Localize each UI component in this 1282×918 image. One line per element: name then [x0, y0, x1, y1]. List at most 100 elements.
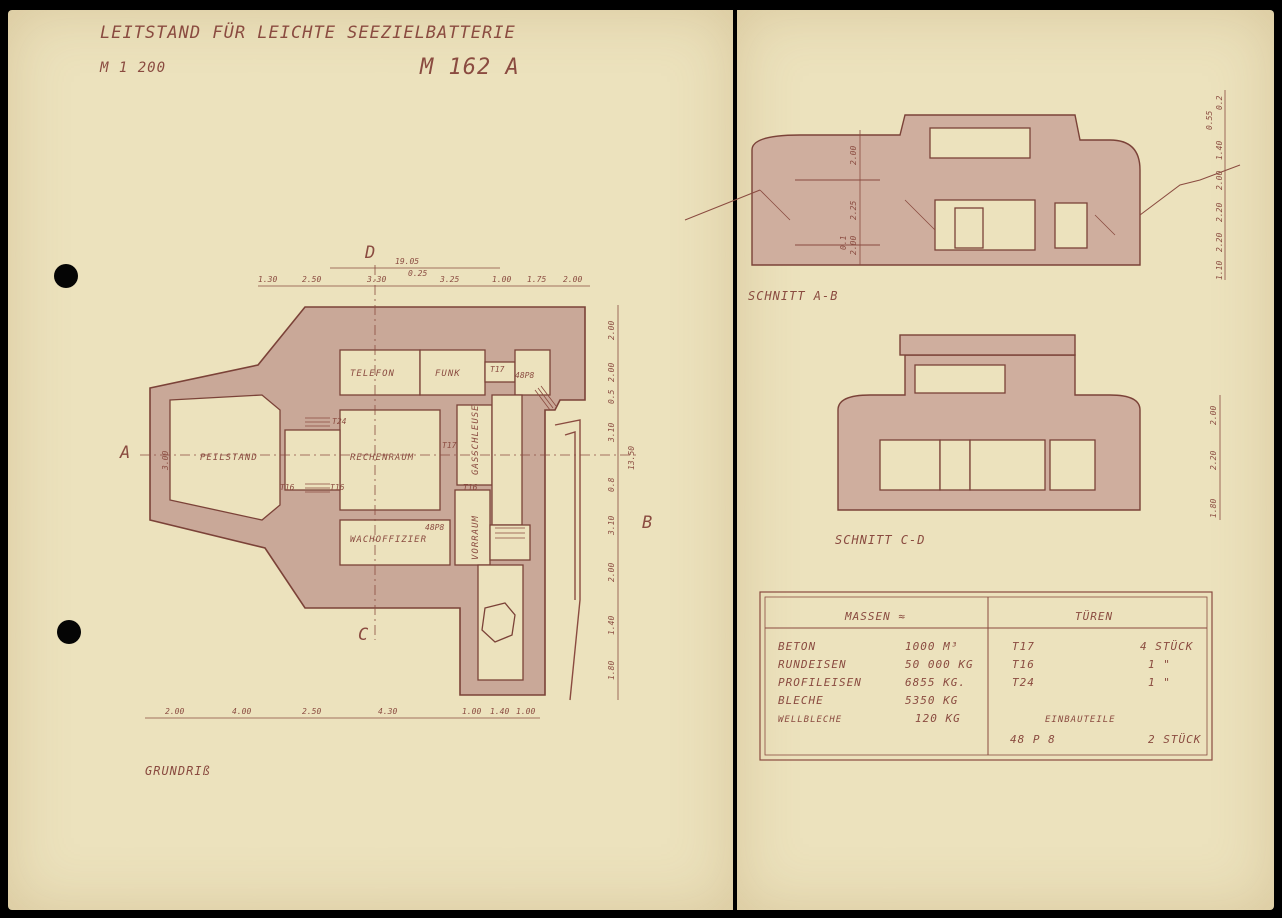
material-3-name: BLECHE	[778, 694, 824, 707]
dim-bottom-2: 2.50	[302, 707, 321, 716]
dim-right-5: 3.10	[607, 516, 616, 536]
drawing-scale: M 1 200	[99, 60, 166, 76]
ab-dim-1: 2.25	[849, 201, 858, 220]
label-peilstand: PEILSTAND	[200, 453, 258, 463]
material-2-name: PROFILEISEN	[778, 676, 862, 689]
section-ab-caption: SCHNITT A-B	[748, 289, 838, 303]
dim-bottom-3: 4.30	[378, 707, 397, 716]
dim-top-1: 2.50	[302, 275, 321, 284]
door-2-value: 1 "	[1148, 676, 1171, 689]
marker-d: D	[364, 243, 376, 263]
dim-right-6: 2.00	[607, 563, 616, 582]
ab-right-4: 2.20	[1215, 203, 1224, 222]
cd-right-1: 2.20	[1209, 451, 1218, 470]
label-t16-b: T16	[330, 483, 345, 492]
cd-room-right	[1049, 439, 1096, 491]
label-t16-c: T16	[463, 483, 478, 492]
corridor	[491, 394, 523, 526]
ab-room	[934, 199, 1036, 251]
table-header-tueren: TÜREN	[1075, 610, 1113, 623]
dim-top-small: 0.25	[408, 269, 427, 278]
dim-top-total: 19.05	[395, 257, 419, 266]
einbau-0-name: 48 P 8	[1010, 733, 1056, 746]
ab-right-6: 1.10	[1215, 261, 1224, 280]
ab-right-3: 2.00	[1215, 171, 1224, 190]
dim-top-5: 1.75	[527, 275, 546, 284]
peilstand-room	[169, 394, 281, 521]
marker-c: C	[358, 625, 369, 645]
dim-bottom-0: 2.00	[165, 707, 184, 716]
trench-walls	[554, 419, 581, 701]
label-wachoffizier: WACHOFFIZIER	[350, 535, 427, 545]
ab-dim-2: 2.00	[849, 236, 858, 255]
ab-right-5: 2.20	[1215, 233, 1224, 252]
dim-bottom-1: 4.00	[232, 707, 251, 716]
dim-right-1: 2.00	[607, 363, 616, 382]
table-header-massen: MASSEN ≈	[844, 610, 906, 623]
material-4-name: WELLBLECHE	[778, 715, 842, 725]
section-cd: 2.00 2.20 1.80 SCHNITT C-D	[835, 334, 1221, 547]
cd-room-mid	[969, 439, 1046, 491]
punch-hole-top	[54, 264, 78, 288]
dim-left: 3.00	[161, 451, 170, 471]
ab-right-0: 0.2	[1215, 95, 1224, 110]
ab-right-2: 0.55	[1205, 111, 1214, 130]
dim-top-3: 3.25	[439, 275, 459, 284]
dim-right-2: 0.5	[607, 389, 616, 404]
label-rechenraum: RECHENRAUM	[350, 453, 414, 463]
label-telefon: TELEFON	[350, 369, 395, 379]
door-0-value: 4 STÜCK	[1140, 640, 1194, 653]
section-cd-caption: SCHNITT C-D	[835, 533, 925, 547]
label-funk: FUNK	[435, 369, 461, 379]
passage	[284, 429, 341, 491]
label-t24: T24	[332, 417, 347, 426]
cd-right-0: 2.00	[1209, 406, 1218, 425]
label-t17-b: T17	[442, 441, 457, 450]
material-0-value: 1000 M³	[905, 640, 958, 653]
plan-caption: GRUNDRIß	[145, 764, 211, 778]
dim-bottom-4: 1.00	[462, 707, 481, 716]
cd-right-2: 1.80	[1209, 499, 1218, 518]
cd-room-left	[879, 439, 941, 491]
p8-room	[514, 349, 551, 396]
label-48p8-b: 48P8	[425, 523, 444, 532]
label-t17-a: T17	[490, 365, 505, 374]
dim-right-8: 1.80	[607, 661, 616, 680]
label-gasschleuse: GASSCHLEUSE	[471, 404, 481, 475]
door-0-name: T17	[1012, 640, 1035, 653]
octagon-room	[481, 602, 516, 643]
label-48p8-a: 48P8	[515, 371, 534, 380]
dim-top-4: 1.00	[492, 275, 511, 284]
dim-top-2: 3.30	[366, 275, 386, 284]
label-t16-a: T16	[280, 483, 295, 492]
ab-dim-3: 0.1	[839, 236, 848, 250]
door-2-name: T24	[1012, 676, 1035, 689]
dim-top-6: 2.00	[563, 275, 582, 284]
wachoffizier-room	[339, 519, 451, 566]
rechenraum-room	[339, 409, 441, 511]
telefon-room	[339, 349, 421, 396]
door-1-name: T16	[1012, 658, 1035, 671]
material-4-value: 120 KG	[915, 712, 961, 725]
einbau-0-value: 2 STÜCK	[1148, 733, 1202, 746]
door-1-value: 1 "	[1148, 658, 1171, 671]
material-1-value: 50 000 KG	[905, 658, 974, 671]
dim-right-3: 3.10	[607, 423, 616, 443]
floor-plan: TELEFON FUNK RECHENRAUM PEILSTAND WACHOF…	[119, 243, 653, 778]
cd-stair	[939, 439, 971, 491]
ab-dim-0: 2.00	[849, 146, 858, 165]
einbau-header: EINBAUTEILE	[1045, 715, 1116, 725]
ab-right-1: 1.40	[1215, 141, 1224, 160]
material-0-name: BETON	[778, 640, 816, 653]
marker-b: B	[642, 513, 653, 533]
label-vorraum: VORRAUM	[471, 515, 481, 560]
dim-bottom-6: 1.00	[516, 707, 535, 716]
section-ab: 2.00 2.25 2.00 0.1 0.2 1.40 0.55 2.00 2.…	[684, 90, 1241, 303]
punch-hole-bottom	[57, 620, 81, 644]
marker-a: A	[119, 443, 131, 463]
drawing-title: LEITSTAND FÜR LEICHTE SEEZIELBATTERIE	[100, 21, 516, 43]
dim-top-0: 1.30	[258, 275, 277, 284]
drawing-number: M 162 A	[419, 55, 520, 80]
dim-right-7: 1.40	[607, 616, 616, 635]
